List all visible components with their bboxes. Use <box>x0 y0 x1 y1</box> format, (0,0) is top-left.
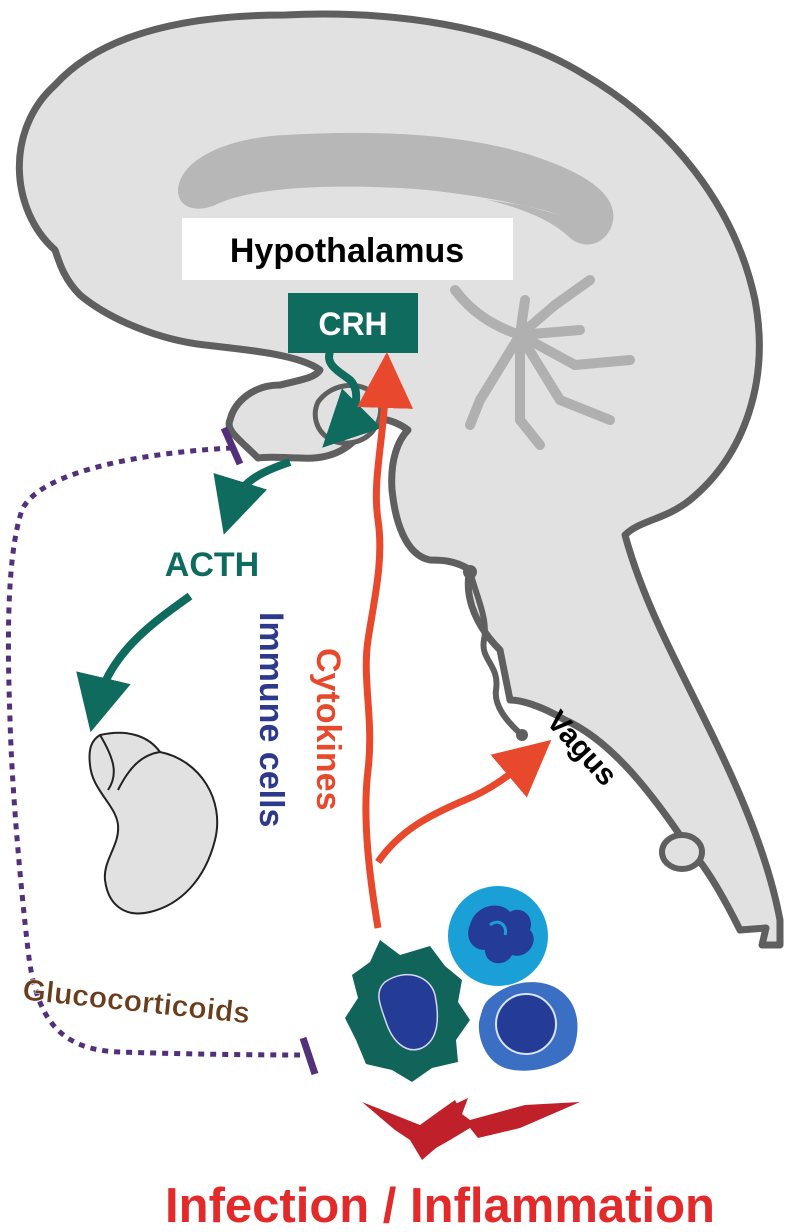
cytokine-to-brain-arrow <box>357 352 414 929</box>
vagus-nerve <box>467 571 524 738</box>
macrophage-cell-icon <box>345 940 470 1082</box>
inhibition-bar-immune <box>299 1036 319 1076</box>
glucocorticoids-label: Glucocorticoids <box>21 974 252 1031</box>
acth-to-adrenal-arrow <box>76 592 193 733</box>
crh-box <box>288 293 418 353</box>
acth-label: ACTH <box>165 546 259 584</box>
corpus-callosum <box>178 132 614 245</box>
pituitary-to-acth-arrow <box>213 458 292 535</box>
lightning-bolt-icon <box>362 1098 580 1160</box>
lymphocyte-cell-icon <box>478 982 578 1071</box>
crh-to-pituitary-arrow <box>322 350 382 448</box>
cerebellum-arbor <box>450 275 635 450</box>
immune-cells-label: Immune cells <box>252 612 290 827</box>
neutrophil-cell-icon <box>448 886 548 986</box>
cytokines-label: Cytokines <box>309 648 347 811</box>
ganglion <box>659 832 705 872</box>
cytokine-to-vagus-arrow <box>375 739 552 864</box>
crh-label: CRH <box>318 306 387 342</box>
inhibition-bar-pituitary <box>220 426 244 466</box>
hypothalamus-label-box <box>182 218 513 280</box>
glucocorticoid-feedback-line <box>5 445 301 1058</box>
hypothalamus-label: Hypothalamus <box>230 232 464 270</box>
infection-inflammation-label: Infection / Inflammation <box>165 1179 715 1232</box>
adrenal-gland-icon <box>88 731 219 915</box>
